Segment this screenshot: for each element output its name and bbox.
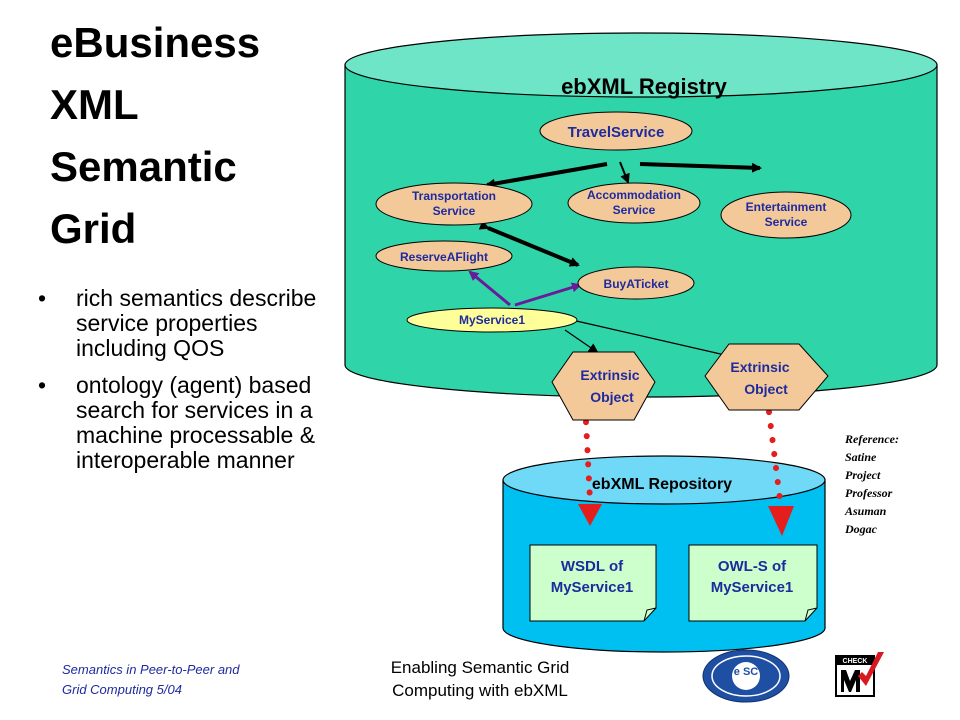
repository-links [578, 409, 794, 536]
repository-label: ebXML Repository [592, 476, 732, 493]
extrinsic-left-label-1: Extrinsic [580, 367, 639, 383]
dotted-link-owls [766, 409, 783, 503]
arrow-transport-buyticket [478, 220, 580, 267]
accommodation-label-2: Service [613, 203, 656, 217]
esc-logo-text: e SC [734, 666, 759, 678]
arrow-to-accommodation [619, 161, 630, 184]
slide-title: eBusiness XML Semantic Grid [50, 12, 310, 260]
wsdl-label-2: MyService1 [551, 579, 634, 596]
transportation-label-1: Transportation [412, 189, 496, 203]
reserve-a-flight-node: ReserveAFlight [375, 240, 513, 272]
title-line-1: eBusiness [50, 19, 261, 66]
arrow-to-reserveaflight [468, 270, 511, 307]
extrinsic-right-label-2: Object [744, 381, 788, 397]
wsdl-label-1: WSDL of [561, 558, 624, 575]
bullet-item-2: • ontology (agent) based search for serv… [38, 373, 323, 473]
bullet-glyph: • [38, 285, 47, 311]
dotted-arrow-head-owls [768, 506, 794, 536]
accommodation-label-1: Accommodation [587, 188, 681, 202]
reference-line-1: Reference: [845, 432, 899, 446]
buy-a-ticket-label: BuyATicket [604, 277, 669, 291]
arrow-to-extrinsic-left [564, 329, 599, 354]
arrow-to-entertainment [639, 162, 762, 173]
entertainment-label-2: Service [765, 215, 808, 229]
transportation-service-node: Transportation Service [375, 182, 533, 226]
entertainment-service-node: Entertainment Service [720, 191, 852, 239]
wsdl-document: WSDL of MyService1 [529, 544, 657, 622]
buy-a-ticket-node: BuyATicket [577, 266, 695, 300]
check-logo-text: CHECK [843, 658, 868, 665]
owls-document: OWL-S of MyService1 [688, 544, 818, 622]
reference-note: Reference: Satine Project Professor Asum… [845, 430, 945, 538]
owls-label-2: MyService1 [711, 579, 794, 596]
title-line-4: Grid [50, 205, 137, 252]
connection-lines [468, 161, 762, 362]
bullet-list: • rich semantics describe service proper… [38, 286, 323, 485]
arrow-to-transportation [485, 162, 608, 189]
owls-label-1: OWL-S of [718, 558, 787, 575]
title-line-2: XML [50, 81, 139, 128]
travel-service-node: TravelService [539, 111, 693, 151]
travel-service-label: TravelService [568, 124, 665, 141]
transportation-label-2: Service [433, 204, 476, 218]
arrow-to-buyaticket [514, 282, 582, 307]
reference-line-5: Asuman [845, 504, 887, 518]
check-mark-icon [858, 652, 884, 686]
reference-line-6: Dogac [845, 522, 877, 536]
reference-line-4: Professor [845, 486, 893, 500]
bullet-item-1: • rich semantics describe service proper… [38, 286, 323, 361]
bullet-text-1: rich semantics describe service properti… [76, 285, 317, 361]
title-line-3: Semantic [50, 143, 237, 190]
entertainment-label-1: Entertainment [746, 200, 827, 214]
check-logo: CHECK [835, 652, 884, 697]
bullet-glyph: • [38, 372, 47, 398]
my-service-node: MyService1 [406, 307, 578, 333]
extrinsic-left-label-2: Object [590, 389, 634, 405]
bullet-text-2: ontology (agent) based search for servic… [76, 372, 316, 473]
dotted-arrow-head-wsdl [578, 504, 602, 526]
footer-center: Enabling Semantic Grid Computing with eb… [330, 656, 630, 702]
footer-center-line-2: Computing with ebXML [392, 681, 568, 700]
reference-line-3: Project [845, 468, 881, 482]
extrinsic-right-label-1: Extrinsic [730, 359, 789, 375]
dotted-link-wsdl [583, 419, 593, 503]
reserve-a-flight-label: ReserveAFlight [400, 250, 488, 264]
check-logo-m [841, 670, 860, 692]
accommodation-service-node: Accommodation Service [567, 182, 701, 224]
registry-label: ebXML Registry [561, 74, 728, 99]
footer-left-text: Semantics in Peer-to-Peer and Grid Compu… [62, 662, 240, 697]
extrinsic-object-right: Extrinsic Object [704, 343, 829, 411]
esc-logo: e SC [702, 649, 790, 703]
my-service-label: MyService1 [459, 313, 525, 327]
reference-line-2: Satine [845, 450, 877, 464]
footer-center-line-1: Enabling Semantic Grid [390, 658, 570, 677]
extrinsic-object-left: Extrinsic Object [551, 351, 656, 421]
arrow-to-extrinsic-right [571, 319, 740, 362]
